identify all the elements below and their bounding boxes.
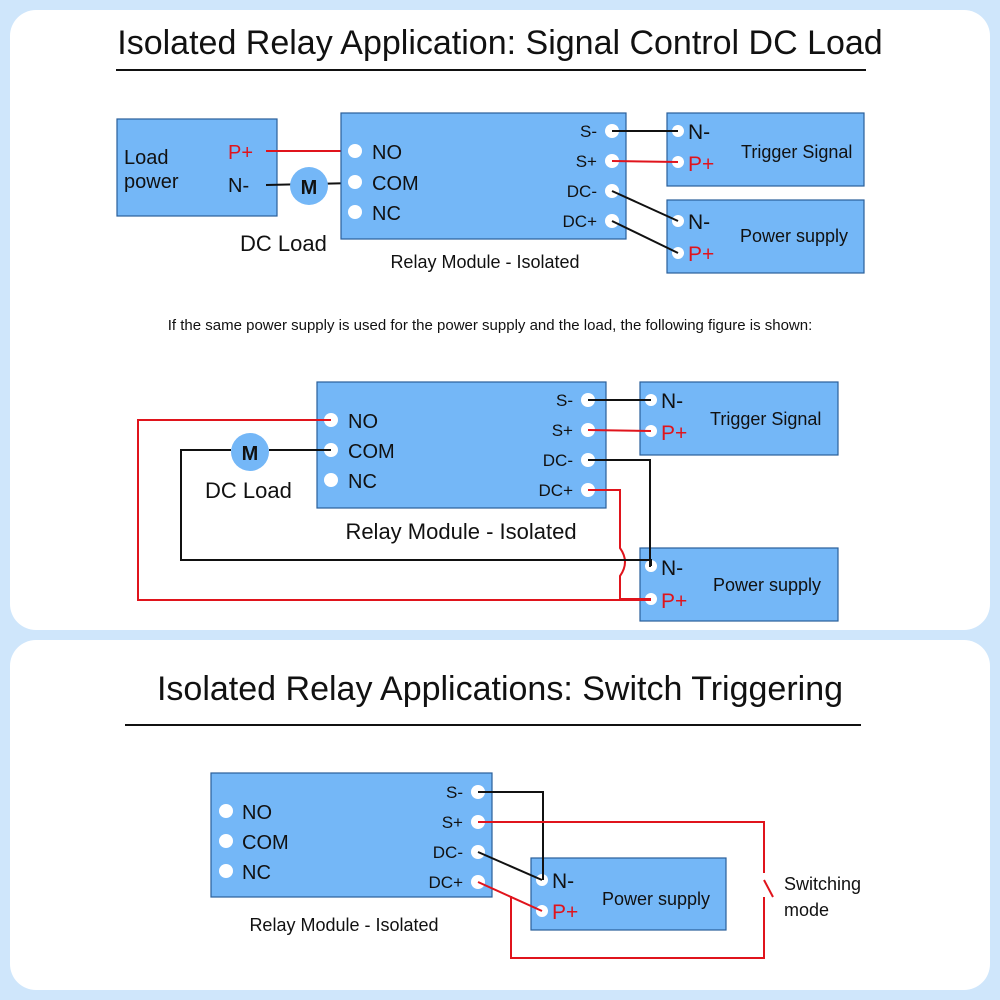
n-minus-label: N- [552,870,574,893]
trigger-signal-label: Trigger Signal [710,409,821,429]
n-minus-label: N- [661,557,683,580]
nc-label: NC [242,862,271,884]
power-supply-label: Power supply [713,575,821,595]
section-title: Isolated Relay Applications: Switch Trig… [156,670,844,708]
wire-dc-minus [477,851,543,881]
terminal-no [348,144,362,158]
p-plus-label: P+ [661,590,687,613]
s-plus-label: S+ [576,152,597,171]
p-plus-label: P+ [228,142,253,164]
relay-module: NO COM NC S- S+ DC- DC+ [210,772,493,898]
com-label: COM [242,832,289,854]
trigger-signal-box: N- P+ Trigger Signal [666,112,865,187]
dc-plus-label: DC+ [563,212,598,231]
no-label: NO [242,802,272,824]
p-plus-label: P+ [688,243,714,266]
motor-icon: M [231,433,269,471]
wire-s-plus [587,429,652,432]
relay-module: NO COM NC S- S+ DC- DC+ [340,112,627,240]
no-label: NO [348,411,378,433]
section-title: Isolated Relay Application: Signal Contr… [117,24,883,62]
motor-icon: M [290,167,328,205]
power-supply-label: Power supply [602,889,710,909]
diagram-3: NO COM NC S- S+ DC- DC+ Relay Module - I… [210,772,861,959]
relay-module: NO COM NC S- S+ DC- DC+ [316,381,607,509]
relay-module-caption: Relay Module - Isolated [249,915,438,935]
nc-label: NC [348,471,377,493]
wire-dc-minus [611,190,679,222]
dc-load-label: DC Load [205,478,292,503]
dc-minus-label: DC- [543,451,573,470]
wire-no-to-supply-p [137,419,651,601]
p-plus-label: P+ [552,901,578,924]
title-underline [125,724,861,726]
nc-label: NC [372,203,401,225]
com-label: COM [348,441,395,463]
wire-s-minus [478,791,544,880]
terminal-nc [348,205,362,219]
switching-mode-label: Switching [784,874,861,894]
trigger-signal-label: Trigger Signal [741,142,852,162]
diagram-1: Load power P+ N- M DC Load NO COM NC [116,112,865,274]
s-minus-label: S- [580,122,597,141]
s-plus-label: S+ [442,813,463,832]
n-minus-label: N- [688,121,710,144]
diagram-2: NO COM NC S- S+ DC- DC+ Relay Module - I… [137,381,839,622]
load-power-label: Load [124,147,169,169]
title-underline [116,69,866,71]
load-power-label: power [124,171,179,193]
dc-plus-label: DC+ [539,481,574,500]
dc-minus-label: DC- [567,182,597,201]
power-supply-box: N- P+ Power supply [530,857,727,931]
relay-module-caption: Relay Module - Isolated [390,252,579,272]
com-label: COM [372,173,419,195]
power-supply-box: N- P+ Power supply [666,199,865,274]
wire-s-plus-switch [478,821,765,873]
no-label: NO [372,142,402,164]
wire-s-plus [611,160,679,163]
switching-mode-label: mode [784,900,829,920]
p-plus-label: P+ [661,422,687,445]
motor-label: M [301,177,318,199]
s-minus-label: S- [556,391,573,410]
trigger-signal-box: N- P+ Trigger Signal [639,381,839,456]
wire-switch-return [510,896,765,959]
dc-minus-label: DC- [433,843,463,862]
power-supply-label: Power supply [740,226,848,246]
p-plus-label: P+ [688,153,714,176]
wire-dc-plus [611,220,679,254]
wire-com-to-supply-n [180,449,652,566]
relay-module-caption: Relay Module - Isolated [345,519,576,544]
terminal-com [348,175,362,189]
s-plus-label: S+ [552,421,573,440]
load-power-box: Load power P+ N- [116,118,278,217]
panel-switch-triggering: Isolated Relay Applications: Switch Trig… [10,640,990,990]
s-minus-label: S- [446,783,463,802]
power-supply-box: N- P+ Power supply [639,547,839,622]
n-minus-label: N- [688,211,710,234]
dc-load-label: DC Load [240,231,327,256]
motor-label: M [242,443,259,465]
switch-contact [763,879,774,898]
n-minus-label: N- [228,175,249,197]
dc-plus-label: DC+ [429,873,464,892]
same-supply-note: If the same power supply is used for the… [168,317,813,334]
n-minus-label: N- [661,390,683,413]
wire-dc-plus [588,489,651,600]
